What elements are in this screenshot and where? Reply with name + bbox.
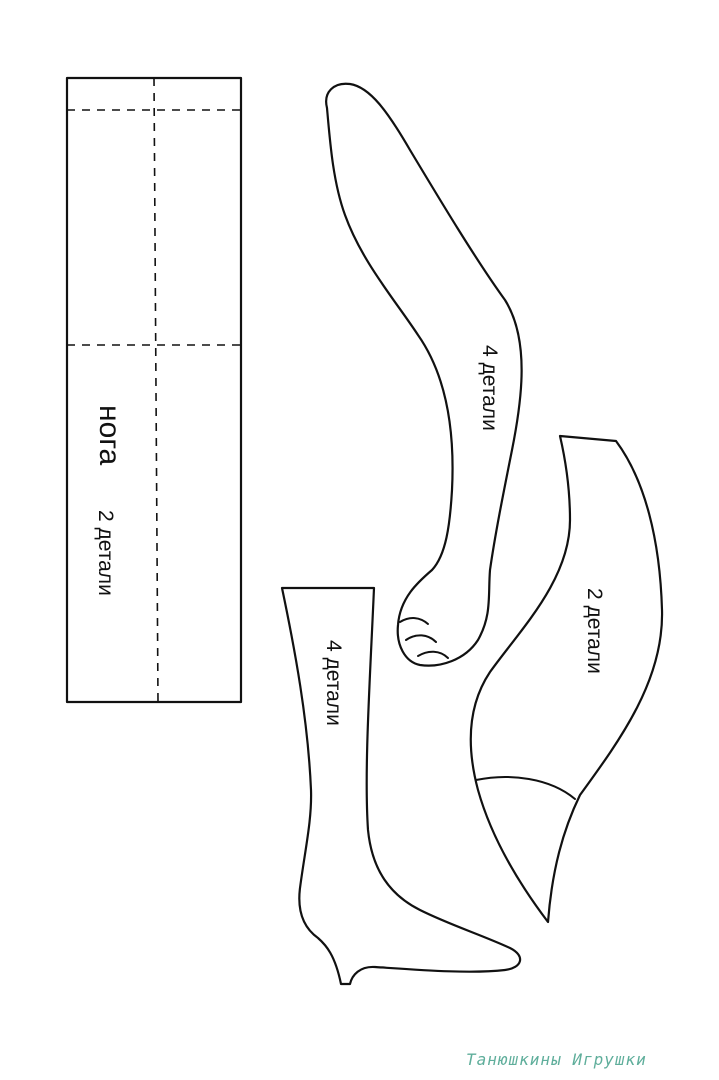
boot-count-label: 4 детали — [322, 640, 345, 726]
boot-piece: 4 детали — [280, 586, 522, 986]
arm-count-label: 4 детали — [478, 345, 501, 431]
arm-finger-line-3 — [417, 650, 449, 659]
leg-piece: нога 2 детали — [65, 76, 243, 704]
watermark-text: Танюшкины Игрушки — [466, 1050, 647, 1069]
arm-finger-line-2 — [405, 634, 437, 643]
leg-outline — [65, 76, 243, 704]
leg-title-label: нога — [93, 405, 126, 466]
shoe-count-label: 2 детали — [583, 588, 606, 674]
arm-outline — [325, 82, 523, 667]
shoe-sole-seam — [475, 776, 576, 800]
shoe-outline — [469, 434, 664, 924]
boot-outline — [280, 586, 522, 986]
shoe-piece: 2 детали — [469, 434, 664, 924]
leg-count-label: 2 детали — [94, 510, 117, 596]
arm-finger-line-1 — [399, 617, 429, 625]
arm-piece: 4 детали — [325, 82, 523, 667]
